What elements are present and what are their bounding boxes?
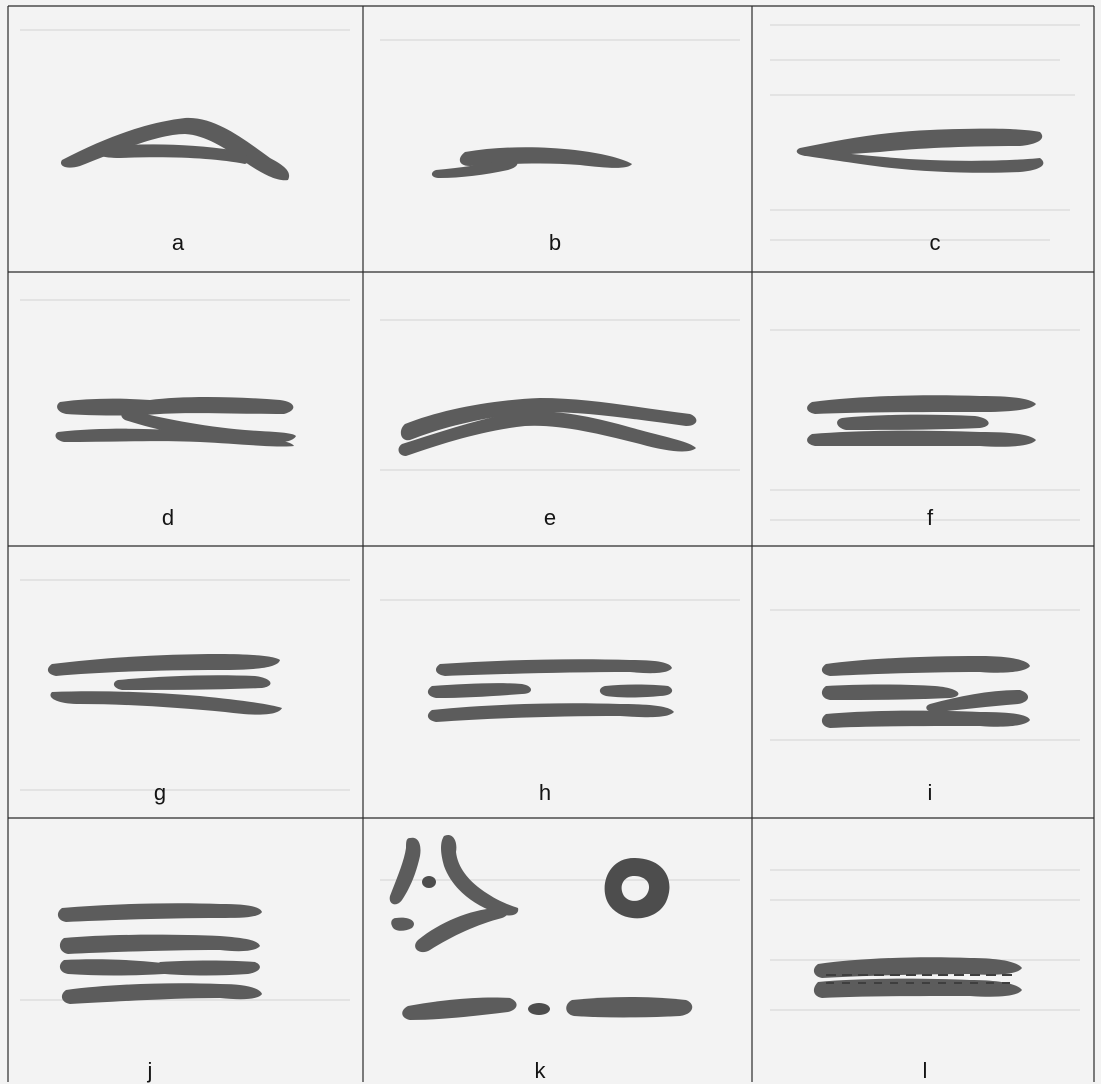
ridge-drawing-c [797,129,1044,173]
panel-label-d: d [162,505,174,530]
panel-i: i [822,656,1030,805]
ridge-drawing-i [822,656,1030,728]
panel-label-a: a [172,230,185,255]
panel-label-j: j [147,1058,153,1083]
panel-l: l [814,957,1022,1083]
panel-d: d [56,397,296,530]
ridge-drawing-e [399,398,697,456]
ridge-drawing-b [432,147,632,178]
panel-k: k [390,835,693,1083]
ridge-drawing-k [390,835,693,1020]
panel-label-i: i [928,780,933,805]
ridge-drawing-h [428,659,674,722]
panel-label-c: c [930,230,941,255]
panel-label-h: h [539,780,551,805]
ridge-drawing-a [61,118,289,180]
panel-label-l: l [923,1058,928,1083]
panel-label-g: g [154,780,166,805]
panel-a: a [61,118,289,255]
panel-label-f: f [927,505,934,530]
ridge-drawing-d [56,397,296,447]
panel-e: e [399,398,697,530]
panel-label-e: e [544,505,556,530]
panel-g: g [48,654,282,805]
panel-label-b: b [549,230,561,255]
panel-b: b [432,147,632,255]
panel-j: j [58,903,262,1083]
ridge-drawing-f [807,395,1036,447]
ridge-drawing-g [48,654,282,715]
ridge-drawing-l [814,957,1022,998]
panel-c: c [797,129,1044,255]
panel-h: h [428,659,674,805]
panel-f: f [807,395,1036,530]
panel-label-k: k [535,1058,547,1083]
ridge-drawing-j [58,903,262,1004]
